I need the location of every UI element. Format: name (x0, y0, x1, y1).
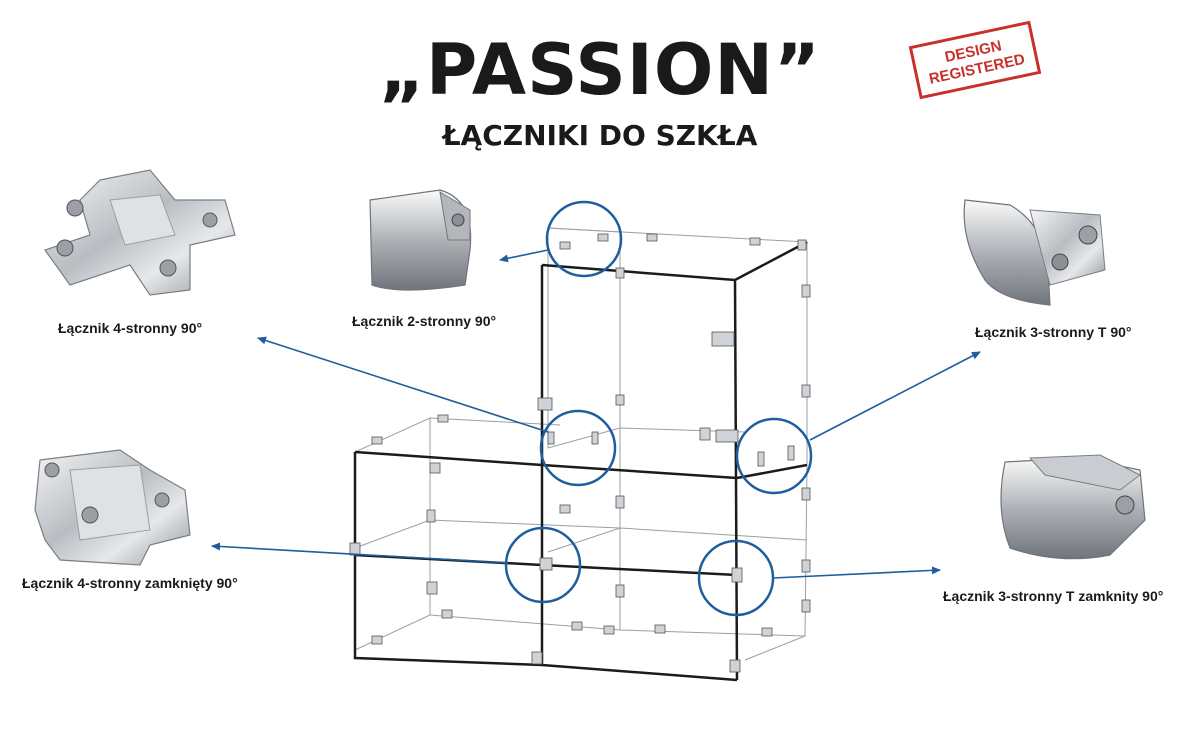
callout-circle-three-way-t (735, 417, 813, 495)
callout-circle-four-way (539, 409, 617, 487)
label-three-way-t-closed-connector: Łącznik 3-stronny T zamknity 90° (943, 588, 1164, 604)
callout-circles (504, 200, 813, 617)
two-way-connector-icon (369, 189, 472, 291)
four-way-connector-icon (44, 169, 236, 296)
arrow-four-way (257, 336, 549, 433)
page-subtitle: ŁĄCZNIKI DO SZKŁA (442, 119, 758, 152)
callout-arrows (211, 249, 981, 579)
callout-circle-four-way-closed (504, 526, 582, 604)
arrow-two-way (499, 249, 549, 263)
page-title: „PASSION” (379, 29, 821, 111)
arrow-four-way-closed (211, 542, 509, 564)
arrow-three-way-t-closed (772, 566, 941, 579)
label-four-way-closed-connector: Łącznik 4-stronny zamknięty 90° (22, 575, 238, 591)
callout-circle-two-way (545, 200, 623, 278)
arrow-three-way-t (809, 351, 981, 441)
three-way-t-connector-icon (963, 199, 1106, 306)
cabinet-clamps (349, 233, 811, 673)
label-two-way-connector: Łącznik 2-stronny 90° (352, 313, 497, 329)
label-four-way-connector: Łącznik 4-stronny 90° (58, 320, 203, 336)
label-three-way-t-connector: Łącznik 3-stronny T 90° (975, 324, 1132, 340)
three-way-t-closed-connector-icon (1000, 454, 1146, 560)
four-way-closed-connector-icon (34, 449, 191, 566)
